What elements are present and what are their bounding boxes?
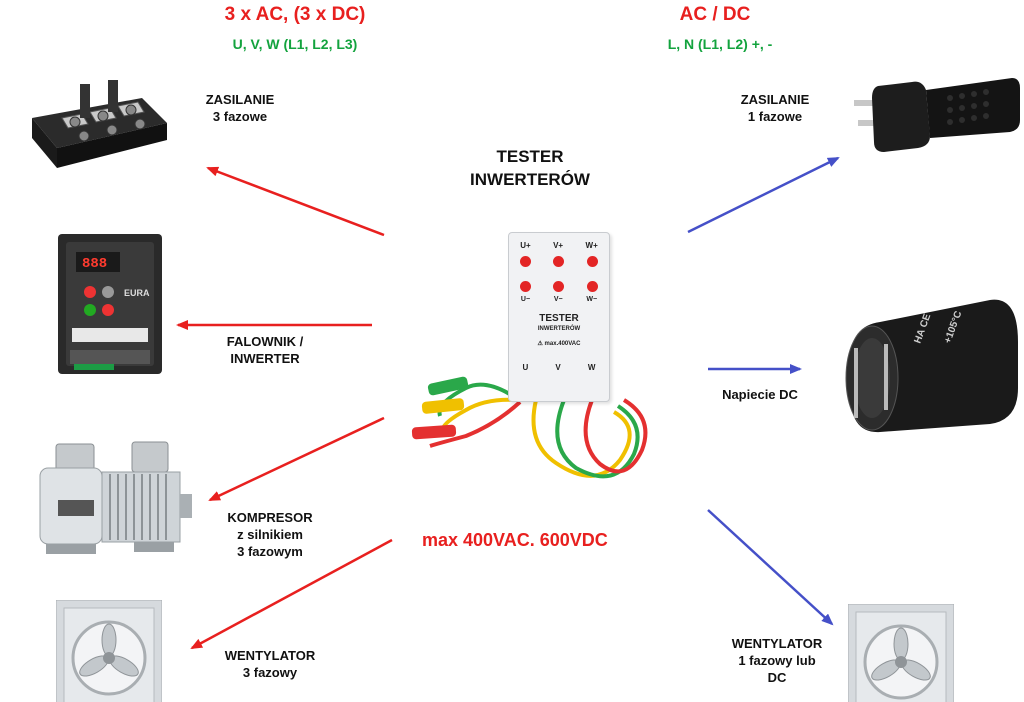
- max-voltage-label: max 400VAC. 600VDC: [422, 530, 608, 550]
- capacitor-icon: HA CE +105°C: [845, 299, 1018, 433]
- fan-icon: [848, 604, 954, 702]
- header-right-title: AC / DC: [679, 4, 751, 25]
- label-kompresor: KOMPRESOR z silnikiem 3 fazowym: [210, 510, 330, 561]
- label-wentylator-3f: WENTYLATOR 3 fazowy: [210, 648, 330, 682]
- label-zasilanie-1f: ZASILANIE 1 fazowe: [715, 92, 835, 126]
- label-line: WENTYLATOR: [224, 648, 316, 663]
- led-u-minus-icon: [520, 281, 532, 292]
- arrow-to-kompresor: [208, 416, 385, 502]
- label-line: FALOWNIK /: [226, 334, 304, 349]
- label-napiecie-dc: Napiecie DC: [700, 387, 820, 404]
- inverter-display-text: 888: [82, 256, 107, 272]
- terminal-label-u-minus: U−: [520, 296, 531, 303]
- label-line: Napiecie DC: [722, 387, 798, 402]
- tester-name: TESTER: [539, 313, 579, 324]
- terminal-u: U: [522, 363, 529, 372]
- header-right-subtitle: L, N (L1, L2) +, -: [667, 36, 773, 52]
- arrow-to-zasilanie-3f: [206, 166, 385, 237]
- clip-green-icon: [427, 376, 469, 396]
- led-w-plus-icon: [586, 256, 598, 267]
- label-line: z silnikiem: [237, 526, 303, 542]
- arrow-to-wentylator-1f: [707, 509, 834, 626]
- led-v-plus-icon: [553, 256, 565, 267]
- label-wentylator-1f: WENTYLATOR 1 fazowy lub DC: [712, 636, 842, 687]
- label-line: INWERTER: [230, 350, 300, 366]
- led-u-plus-icon: [520, 256, 532, 267]
- center-title-line2: INWERTERÓW: [470, 169, 590, 189]
- led-w-minus-icon: [586, 281, 598, 292]
- terminal-label-v-minus: V−: [553, 296, 563, 303]
- tester-subname: INWERTERÓW: [537, 326, 581, 332]
- label-line: ZASILANIE: [205, 92, 275, 107]
- label-line: DC: [767, 669, 787, 685]
- terminal-v: V: [555, 363, 561, 372]
- clip-red-icon: [411, 424, 457, 440]
- tester-bottom-labels: U− V− W−: [509, 296, 609, 303]
- header-left-title: 3 x AC, (3 x DC): [224, 4, 366, 25]
- label-falownik: FALOWNIK / INWERTER: [205, 334, 325, 368]
- clip-yellow-icon: [421, 398, 465, 414]
- terminal-w: W: [587, 363, 596, 372]
- label-line: ZASILANIE: [740, 92, 810, 107]
- label-line: WENTYLATOR: [731, 636, 823, 651]
- label-line: KOMPRESOR: [227, 510, 313, 525]
- center-title-line1: TESTER: [496, 147, 564, 166]
- plug-icon: [854, 78, 1020, 152]
- tester-terminals: U V W: [509, 363, 609, 372]
- header-left-subtitle: U, V, W (L1, L2, L3): [232, 36, 358, 52]
- terminal-label-u-plus: U+: [520, 241, 531, 250]
- tester-box: U+ V+ W+ U− V− W− TESTER INWERTERÓW ⚠ ma…: [508, 232, 610, 402]
- label-line: 1 fazowe: [747, 108, 803, 124]
- inverter-brand-text: EURA: [124, 288, 150, 298]
- arrow-to-zasilanie-1f: [687, 156, 840, 234]
- label-line: 3 fazowym: [237, 543, 303, 559]
- terminal-block-icon: [32, 80, 167, 168]
- center-title: TESTER INWERTERÓW: [440, 146, 620, 192]
- label-line: 3 fazowe: [212, 108, 268, 124]
- tester-led-row-top: [509, 256, 609, 267]
- led-v-minus-icon: [553, 281, 565, 292]
- tester-led-row-bottom: [509, 281, 609, 292]
- label-zasilanie-3f: ZASILANIE 3 fazowe: [180, 92, 300, 126]
- arrow-to-wentylator-3f: [190, 538, 393, 650]
- compressor-icon: [39, 441, 192, 554]
- label-line: 3 fazowy: [242, 664, 298, 680]
- terminal-label-w-minus: W−: [586, 296, 598, 303]
- terminal-label-w-plus: W+: [585, 241, 598, 250]
- fan-icon: [56, 600, 162, 702]
- tester-device: U+ V+ W+ U− V− W− TESTER INWERTERÓW ⚠ ma…: [406, 228, 666, 498]
- label-line: 1 fazowy lub: [738, 652, 816, 668]
- tester-wires: [411, 376, 648, 479]
- terminal-label-v-plus: V+: [553, 241, 564, 250]
- inverter-icon: 888 EURA: [58, 234, 162, 374]
- tester-top-labels: U+ V+ W+: [509, 241, 609, 250]
- tester-rating: ⚠ max.400VAC: [537, 341, 581, 347]
